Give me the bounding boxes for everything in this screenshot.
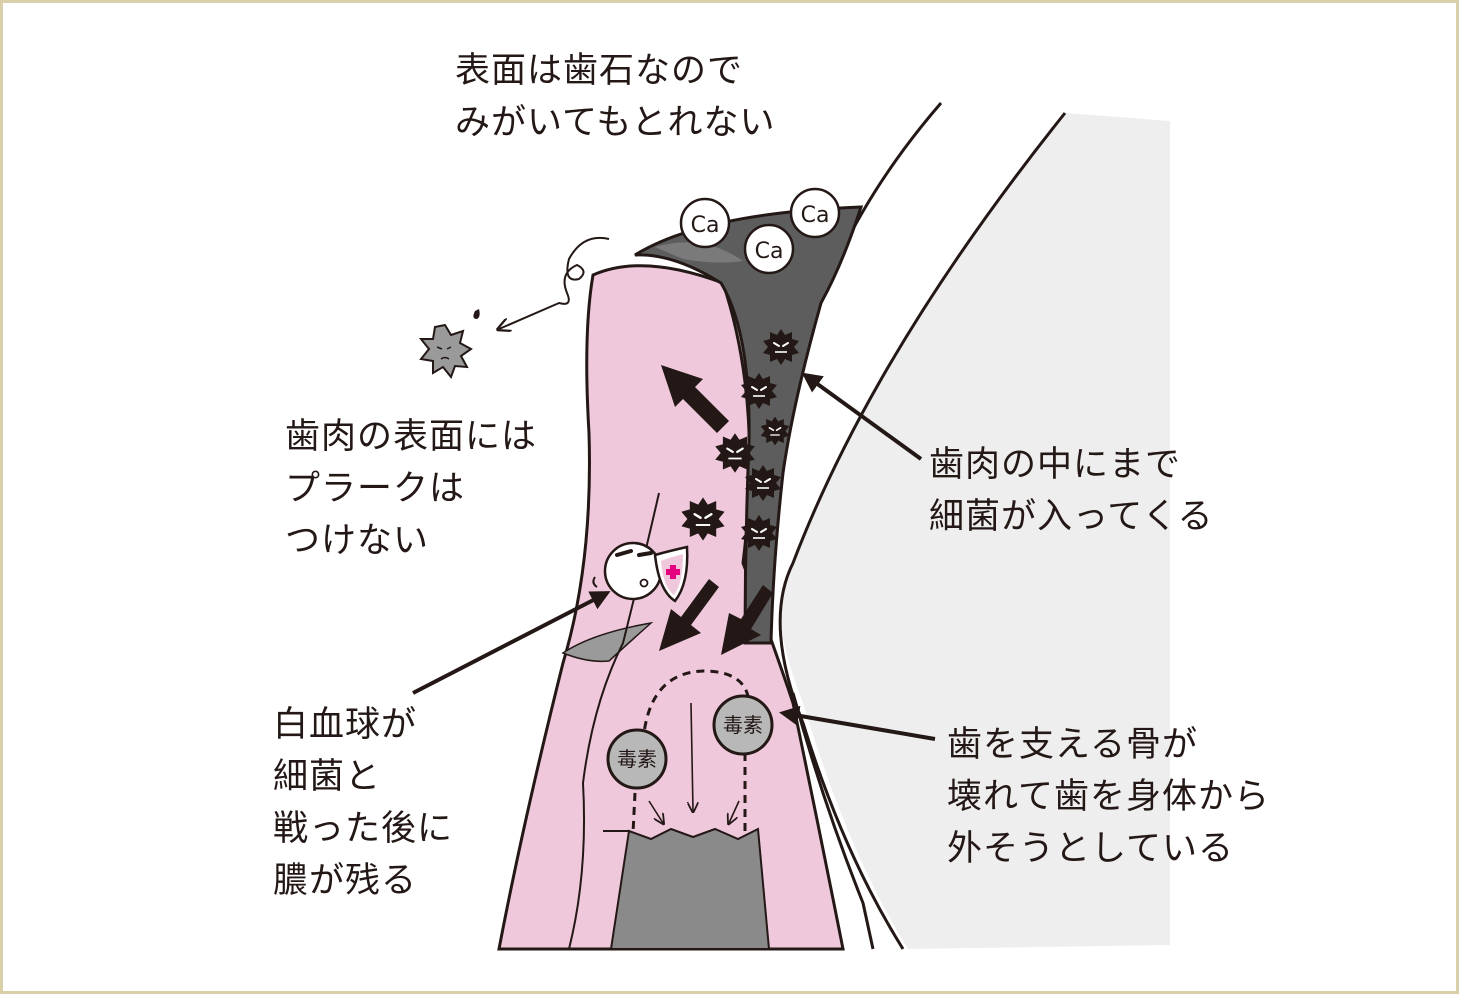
- calcium-marker: Ca: [789, 187, 841, 239]
- arrow-outward: [661, 365, 729, 433]
- calculus-note: 表面は歯石なので みがいてもとれない: [455, 45, 776, 149]
- bone-destruction-note-line: 歯を支える骨が: [947, 725, 1198, 765]
- white-blood-cell-note-line: 細菌と: [273, 757, 382, 797]
- arrow-down-left: [659, 579, 719, 651]
- toxin-spread-left: [631, 792, 637, 834]
- toxin-arrow-center: [691, 702, 693, 811]
- periodontal-disease-illustration: Ca Ca Ca 毒素 毒素: [412, 102, 1170, 951]
- toxin-label: 毒素: [723, 713, 763, 737]
- alveolar-bone: [609, 827, 771, 950]
- pus-streak: [561, 621, 654, 663]
- swirl-line: [499, 237, 610, 329]
- toxin-arrow-left: [648, 800, 663, 823]
- white-blood-cell-note: 白血球が 細菌と 戦った後に 膿が残る: [273, 699, 453, 907]
- toxin-marker: 毒素: [606, 728, 668, 790]
- escaping-germ-icon: [418, 323, 473, 380]
- bone-destruction-note-line: 壊れて歯を身体から: [947, 777, 1270, 817]
- gum-surface-note-line: 歯肉の表面には: [285, 417, 538, 457]
- calculus-highlight: [655, 242, 743, 263]
- bacteria-entering-note: 歯肉の中にまで 細菌が入ってくる: [929, 439, 1214, 543]
- white-blood-cell-note-line: 膿が残る: [273, 861, 418, 901]
- calcium-label: Ca: [755, 239, 784, 264]
- gum-surface-note-line: つけない: [285, 521, 430, 561]
- toxin-label: 毒素: [617, 747, 657, 771]
- arrow-down-right: [721, 585, 773, 655]
- pointer-bone-destruction: [779, 705, 936, 741]
- toxin-arrow-right: [729, 800, 740, 823]
- white-blood-cell-note-line: 戦った後に: [273, 809, 454, 849]
- tooth-root: [780, 113, 1170, 949]
- calculus-note-line: みがいてもとれない: [455, 103, 776, 143]
- calcium-marker: Ca: [743, 223, 795, 275]
- sweat-drop-icon: [473, 309, 480, 319]
- tooth-outline: [778, 112, 1067, 950]
- gum-tissue: [497, 264, 845, 951]
- calcium-marker: Ca: [679, 197, 731, 249]
- gum-surface-note: 歯肉の表面には プラークは つけない: [285, 411, 537, 567]
- calculus-note-line: 表面は歯石なので: [455, 51, 744, 91]
- inner-gum-line: [791, 692, 875, 950]
- bone-destruction-note: 歯を支える骨が 壊れて歯を身体から 外そうとしている: [947, 719, 1270, 875]
- bacteria-entering-note-line: 細菌が入ってくる: [929, 497, 1214, 537]
- bone-destruction-note-line: 外そうとしている: [947, 829, 1234, 869]
- toxin-spread-path: [641, 669, 751, 744]
- pointer-white-blood-cell: [412, 591, 611, 695]
- pointer-bacteria-entering: [801, 372, 923, 461]
- gum-surface-note-line: プラークは: [285, 469, 466, 509]
- toxin-marker: 毒素: [712, 694, 774, 756]
- white-blood-cell-note-line: 白血球が: [273, 705, 418, 745]
- bacteria-entering-note-line: 歯肉の中にまで: [929, 445, 1182, 485]
- calculus-deposit: [634, 205, 864, 645]
- calcium-label: Ca: [691, 213, 720, 238]
- shield-icon: [653, 545, 689, 603]
- calcium-label: Ca: [801, 203, 830, 228]
